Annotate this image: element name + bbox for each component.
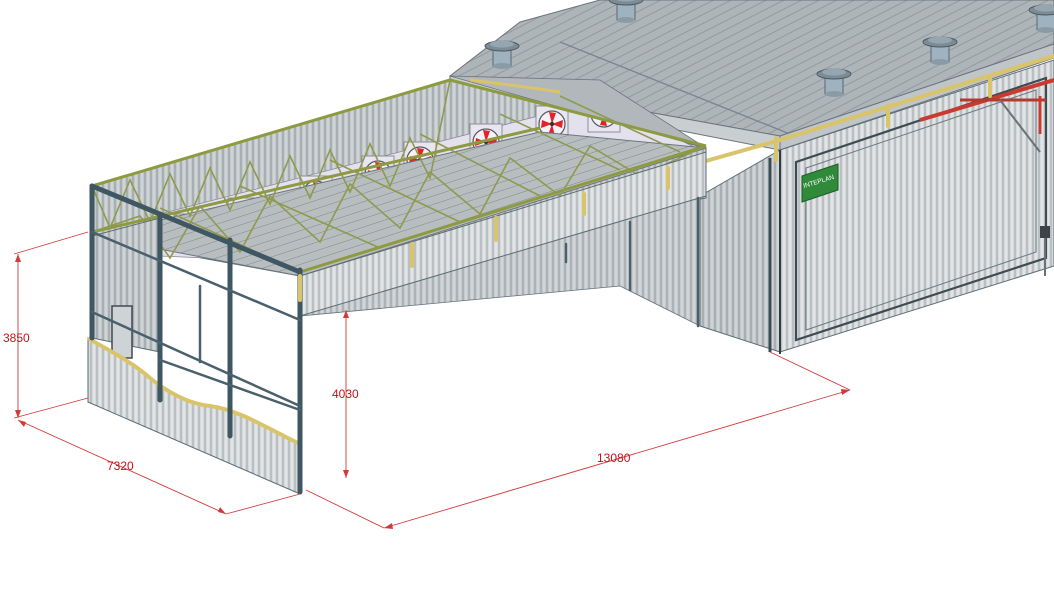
steel-columns bbox=[89, 183, 700, 495]
dimension-lines: 3850 4030 7320 13080 bbox=[3, 231, 851, 529]
dim-opening-height-label: 4030 bbox=[332, 387, 359, 401]
brand-plate: INTEPLAN bbox=[801, 163, 839, 203]
dim-opening-height: 4030 bbox=[332, 310, 359, 478]
fan-annex bbox=[86, 74, 992, 495]
dim-depth-label: 7320 bbox=[107, 459, 134, 473]
timber-brackets bbox=[298, 74, 992, 302]
dim-depth: 7320 bbox=[17, 419, 301, 515]
dim-length-label: 13080 bbox=[597, 451, 631, 465]
dim-wall-height: 3850 bbox=[3, 231, 89, 419]
dim-length: 13080 bbox=[305, 351, 851, 529]
dim-wall-height-label: 3850 bbox=[3, 331, 30, 345]
